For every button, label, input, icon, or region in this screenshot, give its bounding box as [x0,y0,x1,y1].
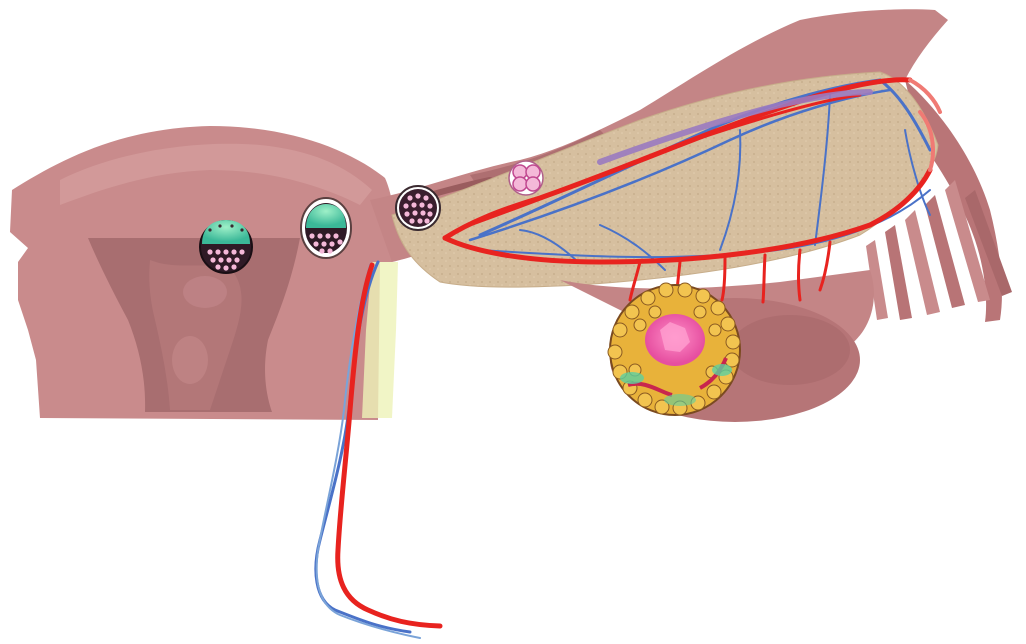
implanting-blastocyst [200,220,252,273]
hatching-blastocyst [301,198,351,258]
uterus [10,126,395,420]
early-blastocyst [396,186,440,230]
zygote-morula [509,161,543,195]
